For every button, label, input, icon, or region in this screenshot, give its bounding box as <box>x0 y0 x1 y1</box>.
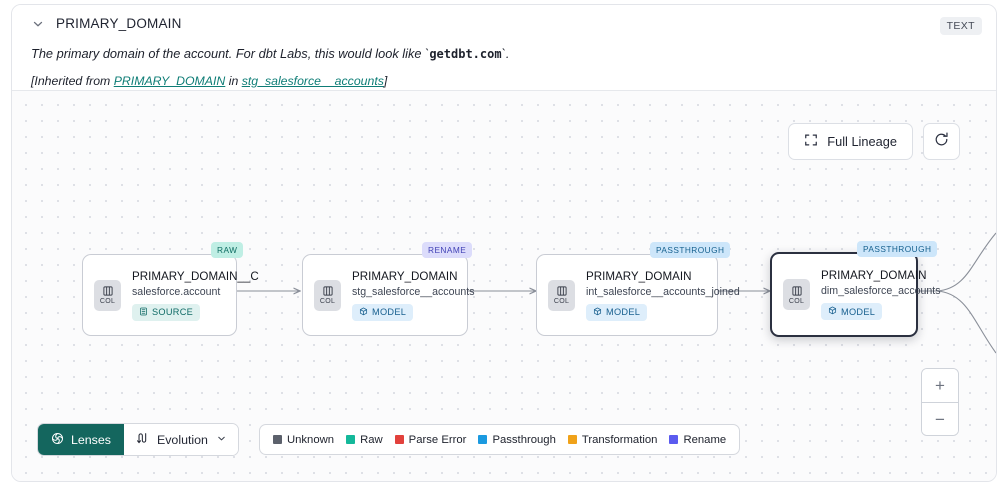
chevron-down-icon[interactable] <box>31 17 45 31</box>
inherited-close: ] <box>383 74 388 88</box>
lineage-node[interactable]: COL PRIMARY_DOMAIN int_salesforce__accou… <box>536 254 740 336</box>
legend-item[interactable]: Raw <box>346 434 383 446</box>
lineage-node-selected[interactable]: COL PRIMARY_DOMAIN dim_salesforce_accoun… <box>770 252 941 337</box>
legend-item[interactable]: Transformation <box>567 433 658 446</box>
column-chip: COL <box>783 279 810 310</box>
canvas-bottom-toolbar: Lenses Evolution <box>37 423 741 456</box>
node-kind-badge: MODEL <box>821 303 883 320</box>
evolution-label: Evolution <box>156 432 208 447</box>
node-body: PRIMARY_DOMAIN int_salesforce__accounts_… <box>586 270 740 321</box>
node-body: PRIMARY_DOMAIN__C salesforce.account SOU… <box>132 270 259 321</box>
column-chip: COL <box>314 279 341 311</box>
canvas-top-controls: Full Lineage <box>788 123 960 160</box>
panel-header: PRIMARY_DOMAIN TEXT The primary domain o… <box>12 5 996 91</box>
lenses-label: Lenses <box>71 432 111 447</box>
node-body: PRIMARY_DOMAIN dim_salesforce_accounts M… <box>821 269 941 320</box>
page-title: PRIMARY_DOMAIN <box>56 16 182 31</box>
legend-item[interactable]: Rename <box>669 434 726 446</box>
inherited-open: [Inherited from <box>31 74 114 88</box>
inherited-model-link[interactable]: stg_salesforce__accounts <box>241 74 384 88</box>
legend-label: Parse Error <box>408 433 467 446</box>
column-chip-label: COL <box>788 297 805 305</box>
legend-label: Passthrough <box>492 433 556 446</box>
column-chip-label: COL <box>99 298 116 305</box>
legend-item[interactable]: Passthrough <box>478 433 556 446</box>
lineage-canvas[interactable]: Full Lineage RAW <box>12 91 996 481</box>
node-body: PRIMARY_DOMAIN stg_salesforce__accounts … <box>352 270 475 321</box>
evolution-dropdown[interactable]: Evolution <box>123 424 238 455</box>
zoom-controls: + − <box>921 368 959 436</box>
description-code: getdbt.com <box>429 47 502 61</box>
column-description: The primary domain of the account. For d… <box>31 46 509 61</box>
column-chip-label: COL <box>319 298 336 305</box>
column-chip: COL <box>94 279 121 311</box>
lineage-node[interactable]: COL PRIMARY_DOMAIN stg_salesforce__accou… <box>302 254 475 336</box>
legend-swatch-passthrough <box>478 435 488 444</box>
legend-swatch-raw <box>346 435 356 444</box>
description-suffix: `. <box>501 46 510 61</box>
cube-icon <box>593 307 602 318</box>
node-subtitle: salesforce.account <box>132 285 221 298</box>
node-tag: RAW <box>211 242 244 258</box>
node-kind-badge: MODEL <box>352 303 414 321</box>
node-kind-label: MODEL <box>372 307 407 317</box>
column-detail-panel: PRIMARY_DOMAIN TEXT The primary domain o… <box>11 4 997 482</box>
cube-icon <box>828 306 837 317</box>
node-subtitle: stg_salesforce__accounts <box>352 285 475 298</box>
inherited-from-note: [Inherited from PRIMARY_DOMAIN in stg_sa… <box>31 74 387 88</box>
legend-label: Raw <box>360 433 383 446</box>
legend-swatch-unknown <box>272 435 282 444</box>
node-tag: PASSTHROUGH <box>650 242 731 258</box>
node-kind-label: MODEL <box>841 306 876 317</box>
refresh-icon <box>933 131 950 153</box>
node-tag: RENAME <box>422 242 473 258</box>
node-subtitle: dim_salesforce_accounts <box>821 285 941 297</box>
node-title: PRIMARY_DOMAIN <box>352 269 458 283</box>
node-title: PRIMARY_DOMAIN <box>821 269 927 282</box>
description-prefix: The primary domain of the account. For d… <box>31 46 430 61</box>
refresh-button[interactable] <box>923 123 960 160</box>
cube-icon <box>359 307 368 318</box>
legend-item[interactable]: Unknown <box>272 433 335 446</box>
node-title: PRIMARY_DOMAIN <box>586 269 692 283</box>
legend-item[interactable]: Parse Error <box>394 433 467 446</box>
node-subtitle: int_salesforce__accounts_joined <box>586 285 740 298</box>
legend-swatch-parse-error <box>394 435 404 444</box>
aperture-icon <box>51 432 64 448</box>
database-icon <box>139 307 148 318</box>
chevron-down-icon <box>216 433 227 447</box>
legend-label: Transformation <box>581 433 658 446</box>
header-title-row: PRIMARY_DOMAIN <box>31 16 182 31</box>
node-kind-label: SOURCE <box>152 307 194 317</box>
evolution-icon <box>135 431 149 448</box>
legend-label: Unknown <box>286 433 335 446</box>
inherited-mid: in <box>225 74 242 88</box>
zoom-in-button[interactable]: + <box>922 369 958 402</box>
zoom-out-button[interactable]: − <box>922 402 958 435</box>
full-lineage-label: Full Lineage <box>827 134 897 149</box>
column-chip: COL <box>548 279 575 311</box>
node-title: PRIMARY_DOMAIN__C <box>132 269 259 283</box>
lenses-segmented-control: Lenses Evolution <box>37 423 239 456</box>
node-kind-badge: MODEL <box>586 303 648 321</box>
node-tag: PASSTHROUGH <box>857 241 938 257</box>
legend-swatch-rename <box>669 435 679 444</box>
legend-swatch-transformation <box>567 435 577 444</box>
full-lineage-button[interactable]: Full Lineage <box>788 123 913 160</box>
node-kind-badge: SOURCE <box>132 303 201 321</box>
legend-label: Rename <box>683 433 727 446</box>
node-kind-label: MODEL <box>606 307 641 317</box>
lineage-node[interactable]: COL PRIMARY_DOMAIN__C salesforce.account… <box>82 254 259 336</box>
lenses-button[interactable]: Lenses <box>38 424 124 455</box>
inherited-column-link[interactable]: PRIMARY_DOMAIN <box>113 74 226 88</box>
lineage-legend: Unknown Raw Parse Error Passthrough <box>258 424 741 455</box>
type-badge: TEXT <box>939 17 982 35</box>
expand-icon <box>804 133 818 150</box>
column-chip-label: COL <box>553 298 570 305</box>
